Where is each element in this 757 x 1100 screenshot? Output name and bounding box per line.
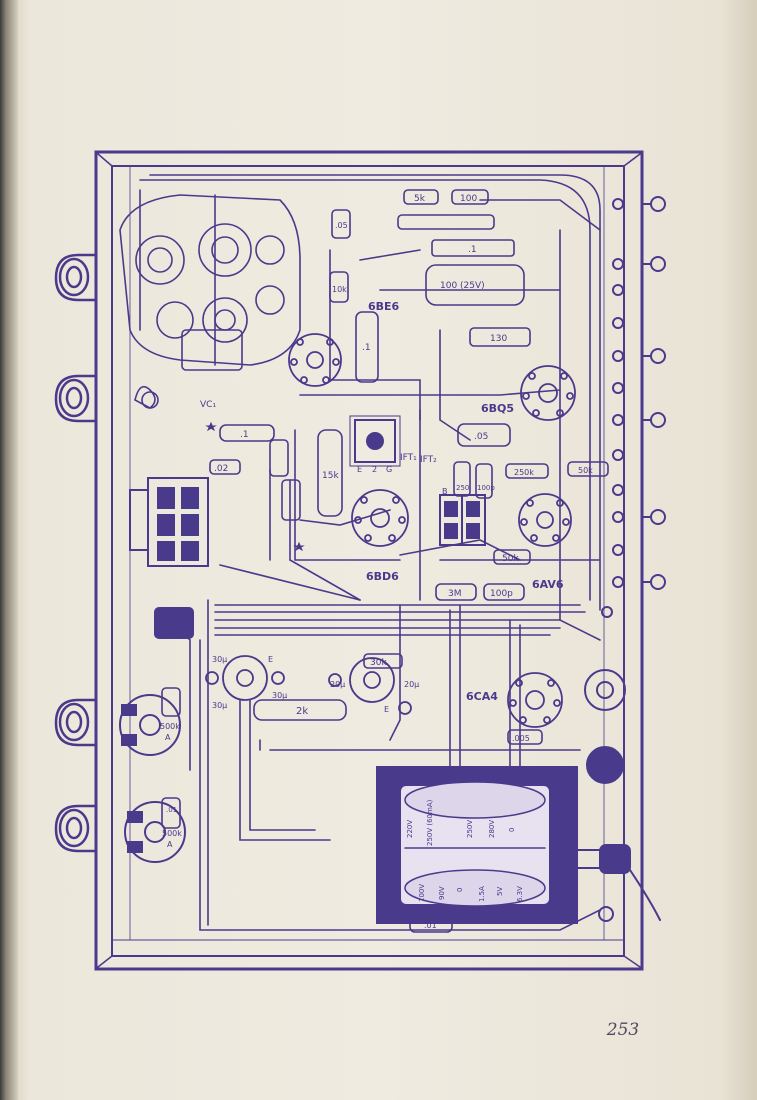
tube-socket-6ca4 [507, 672, 563, 728]
label-point1-top: .1 [468, 245, 477, 255]
tap-5v: 5V [496, 887, 504, 896]
filter-cap-socket-left [205, 655, 285, 701]
tone-pot [124, 801, 186, 863]
tube-socket-6bd6 [351, 489, 409, 547]
label-20u-b: 20μ [404, 680, 419, 689]
label-2k: 2k [296, 706, 308, 717]
ift1-transformer [349, 415, 401, 467]
tube-label-6ca4: 6CA4 [466, 690, 498, 703]
tap-6-3v: 6.3V [516, 886, 524, 902]
label-vc1: VC₁ [200, 400, 216, 410]
page-number: 253 [606, 1020, 640, 1040]
label-5k: 5k [414, 194, 426, 204]
tap-90v: 90V [438, 886, 446, 900]
tap-0-low: 0 [456, 888, 464, 892]
label-pin-g-ift: G [386, 465, 392, 474]
bus-wires [139, 174, 601, 931]
label-pin-2-ift: 2 [372, 465, 377, 474]
label-02: .02 [214, 464, 228, 474]
label-01-bottom: .01 [424, 921, 437, 930]
label-30u-a: 30μ [212, 655, 227, 664]
tap-1-5a: 1.5A [478, 886, 486, 902]
volume-pot [119, 694, 181, 756]
label-30k: 30k [370, 658, 387, 668]
tap-250v-60ma: 250V (60mA) [426, 799, 434, 846]
tap-280v: 280V [488, 820, 496, 838]
label-30u-c: 30μ [212, 701, 227, 710]
left-knob-1 [54, 253, 98, 302]
tube-socket-6bq5 [520, 365, 576, 421]
label-500k-a: 500k [160, 722, 180, 731]
label-10k: 10k [332, 285, 347, 294]
right-terminals [601, 196, 666, 618]
tube-label-6bd6: 6BD6 [366, 570, 399, 583]
label-100: 100 [460, 194, 477, 204]
ground-markers [205, 421, 305, 552]
left-knob-4 [54, 804, 98, 853]
label-05-mid: .05 [474, 432, 488, 442]
label-30u-b: 30μ [272, 691, 287, 700]
label-ift2: IFT₂ [420, 455, 437, 465]
label-250k: 250k [514, 468, 534, 477]
label-005: .005 [512, 734, 530, 743]
label-a-a: A [165, 733, 171, 742]
left-terminal-block [129, 477, 209, 567]
label-01-left: .01 [166, 806, 177, 814]
components [161, 189, 609, 933]
label-3m: 3M [448, 589, 462, 599]
power-transformer [376, 766, 578, 924]
label-pin-e-30u: E [268, 655, 273, 664]
left-knob-2 [54, 374, 98, 423]
speaker-jack [584, 669, 626, 711]
label-20u-a: 20μ [330, 680, 345, 689]
band-switch-assembly [119, 189, 301, 409]
tap-0: 0 [508, 828, 516, 832]
label-point1-left: .1 [240, 430, 249, 440]
label-05-top: .05 [335, 221, 348, 230]
label-ift1: IFT₁ [400, 453, 417, 463]
book-gutter [0, 0, 18, 1100]
tube-label-6av6: 6AV6 [532, 578, 564, 591]
ift2-transformer [439, 494, 486, 546]
filter-cap-socket-right [328, 657, 412, 715]
tap-220v: 220V [406, 820, 414, 838]
electrolytic-can [154, 607, 194, 639]
label-50k-right: 50k [578, 466, 593, 475]
label-100p: 100p [490, 589, 513, 599]
tube-socket-6be6 [288, 333, 342, 387]
label-15k: 15k [322, 471, 339, 481]
label-130: 130 [490, 334, 507, 344]
label-50k-mid: 50k [502, 554, 519, 564]
diagram-labels: 6BE6 6BQ5 6BD6 6AV6 6CA4 VC₁ IFT₁ IFT₂ 5… [160, 194, 593, 930]
label-100p-vert: 100p [477, 484, 495, 492]
transformer-tap-labels: 220V 250V (60mA) 250V 280V 0 100V 90V 0 … [406, 799, 524, 902]
label-250-vert: 250 [456, 484, 469, 492]
tap-250v: 250V [466, 820, 474, 838]
label-pin-e-20u: E [384, 705, 389, 714]
label-100-25v: 100 (25V) [440, 281, 485, 291]
tube-socket-6av6 [518, 493, 572, 547]
label-a-b: A [167, 840, 173, 849]
power-cord-entry [559, 746, 661, 922]
label-500k-b: 500k [162, 829, 182, 838]
tube-label-6be6: 6BE6 [368, 300, 400, 313]
tube-label-6bq5: 6BQ5 [481, 402, 514, 415]
left-knob-3 [54, 698, 98, 747]
label-pin-b-ift2: B [442, 487, 448, 496]
tap-100v: 100V [418, 884, 426, 902]
label-point1-mid: .1 [362, 343, 371, 353]
label-pin-e-ift: E [357, 465, 362, 474]
